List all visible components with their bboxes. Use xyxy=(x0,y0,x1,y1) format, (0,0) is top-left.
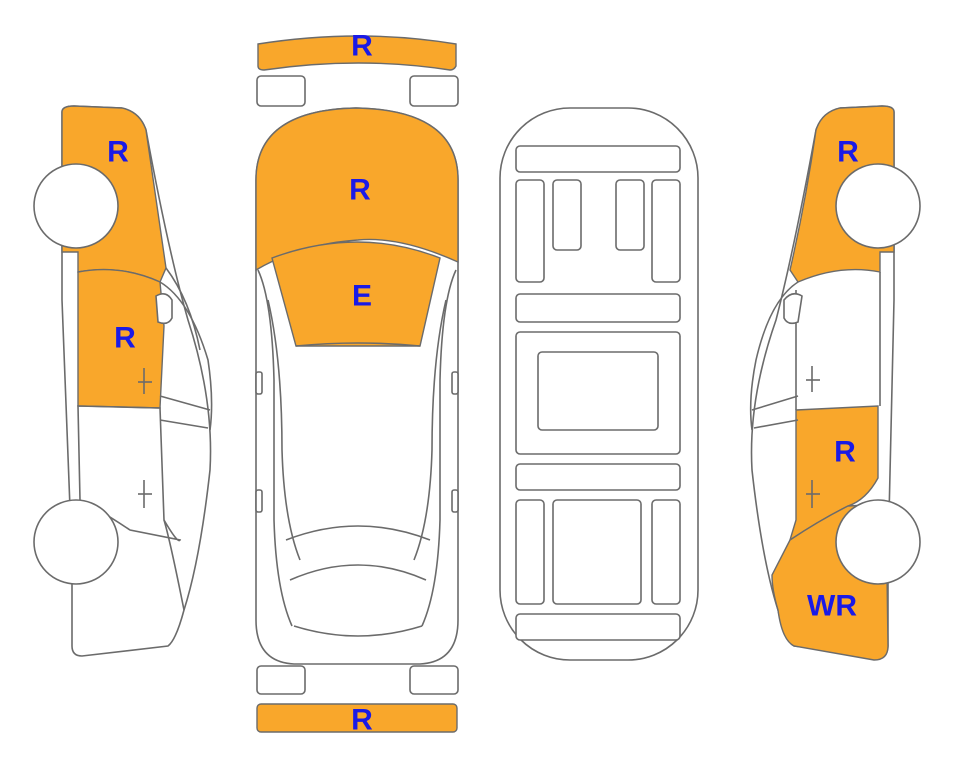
windshield-panel[interactable] xyxy=(271,241,441,347)
front-bumper-panel[interactable] xyxy=(257,35,457,71)
left-rear-wheel xyxy=(33,499,119,585)
hood-label: R xyxy=(349,174,371,207)
left-front-wheel xyxy=(33,163,119,249)
right-side-view: R R WR xyxy=(749,105,921,661)
rear-right-lamp xyxy=(409,665,459,695)
right-front-fender-label: R xyxy=(837,136,859,169)
right-rear-quarter-label: WR xyxy=(807,590,857,623)
right-front-wheel xyxy=(835,163,921,249)
left-front-door-panel[interactable] xyxy=(77,268,165,409)
underbody-view xyxy=(499,107,699,661)
left-front-fender-label: R xyxy=(107,136,129,169)
rear-left-lamp xyxy=(256,665,306,695)
right-rear-wheel xyxy=(835,499,921,585)
front-left-lamp xyxy=(256,75,306,107)
rear-bumper-panel[interactable] xyxy=(256,703,458,733)
top-view: R R E R xyxy=(255,30,459,737)
left-front-door-label: R xyxy=(114,322,136,355)
left-side-view: R R xyxy=(33,105,213,657)
front-bumper-label: R xyxy=(351,30,373,63)
windshield-label: E xyxy=(352,280,372,313)
front-right-lamp xyxy=(409,75,459,107)
rear-bumper-label: R xyxy=(351,704,373,737)
right-rear-door-label: R xyxy=(834,436,856,469)
